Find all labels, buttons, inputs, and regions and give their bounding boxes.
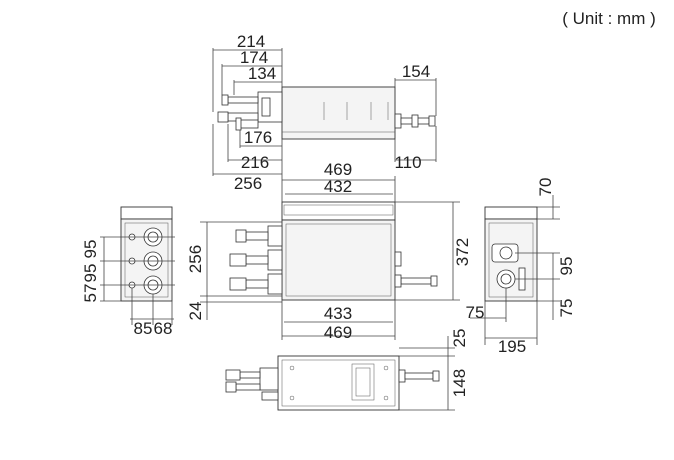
dim-214: 214: [237, 32, 265, 51]
bottom-view-body: [277, 355, 400, 411]
dim-left-95a: 95: [81, 240, 100, 259]
dim-right-95: 95: [557, 257, 576, 276]
dim-front-256: 256: [186, 245, 205, 273]
dim-134: 134: [248, 64, 276, 83]
dim-256: 256: [234, 174, 262, 193]
dim-25: 25: [450, 329, 469, 348]
dim-110: 110: [394, 153, 421, 172]
front-view-body: [281, 219, 396, 301]
front-view-fittings: [229, 225, 438, 295]
top-view: 214 174 134 154 176 216 110 256: [212, 32, 437, 193]
bottom-view: 25 148: [225, 329, 469, 411]
bottom-view-fittings: [225, 367, 440, 401]
dim-216: 216: [241, 153, 269, 172]
dim-195: 195: [498, 337, 526, 356]
dim-left-95b: 95: [81, 264, 100, 283]
dim-372: 372: [453, 238, 472, 266]
dim-68: 68: [154, 319, 173, 338]
dim-right-75-v: 75: [557, 299, 576, 318]
left-side-view: 95 95 57 85 68: [81, 206, 175, 338]
right-side-view: 70 95 75 75 195: [466, 178, 576, 356]
dim-85: 85: [134, 319, 153, 338]
dim-174: 174: [240, 48, 268, 67]
dim-432: 432: [324, 177, 352, 196]
top-view-right-fittings: [394, 113, 436, 129]
dim-148: 148: [450, 369, 469, 397]
front-view: 469 432 372 256 24 433 469: [186, 160, 472, 342]
dim-433: 433: [324, 304, 352, 323]
dim-176: 176: [244, 128, 272, 147]
dim-154: 154: [402, 62, 430, 81]
right-view-fittings: [491, 243, 526, 291]
dim-70: 70: [536, 178, 555, 197]
unit-label: ( Unit : mm ): [562, 9, 656, 28]
dim-24: 24: [186, 302, 205, 321]
dim-front-469-top: 469: [324, 160, 352, 179]
dim-right-75-h: 75: [466, 303, 485, 322]
dim-front-469-bottom: 469: [324, 323, 352, 342]
dim-left-57: 57: [81, 284, 100, 303]
top-view-left-fittings: [217, 91, 283, 131]
top-view-body: [281, 86, 396, 140]
front-view-top-panel: [281, 201, 396, 221]
